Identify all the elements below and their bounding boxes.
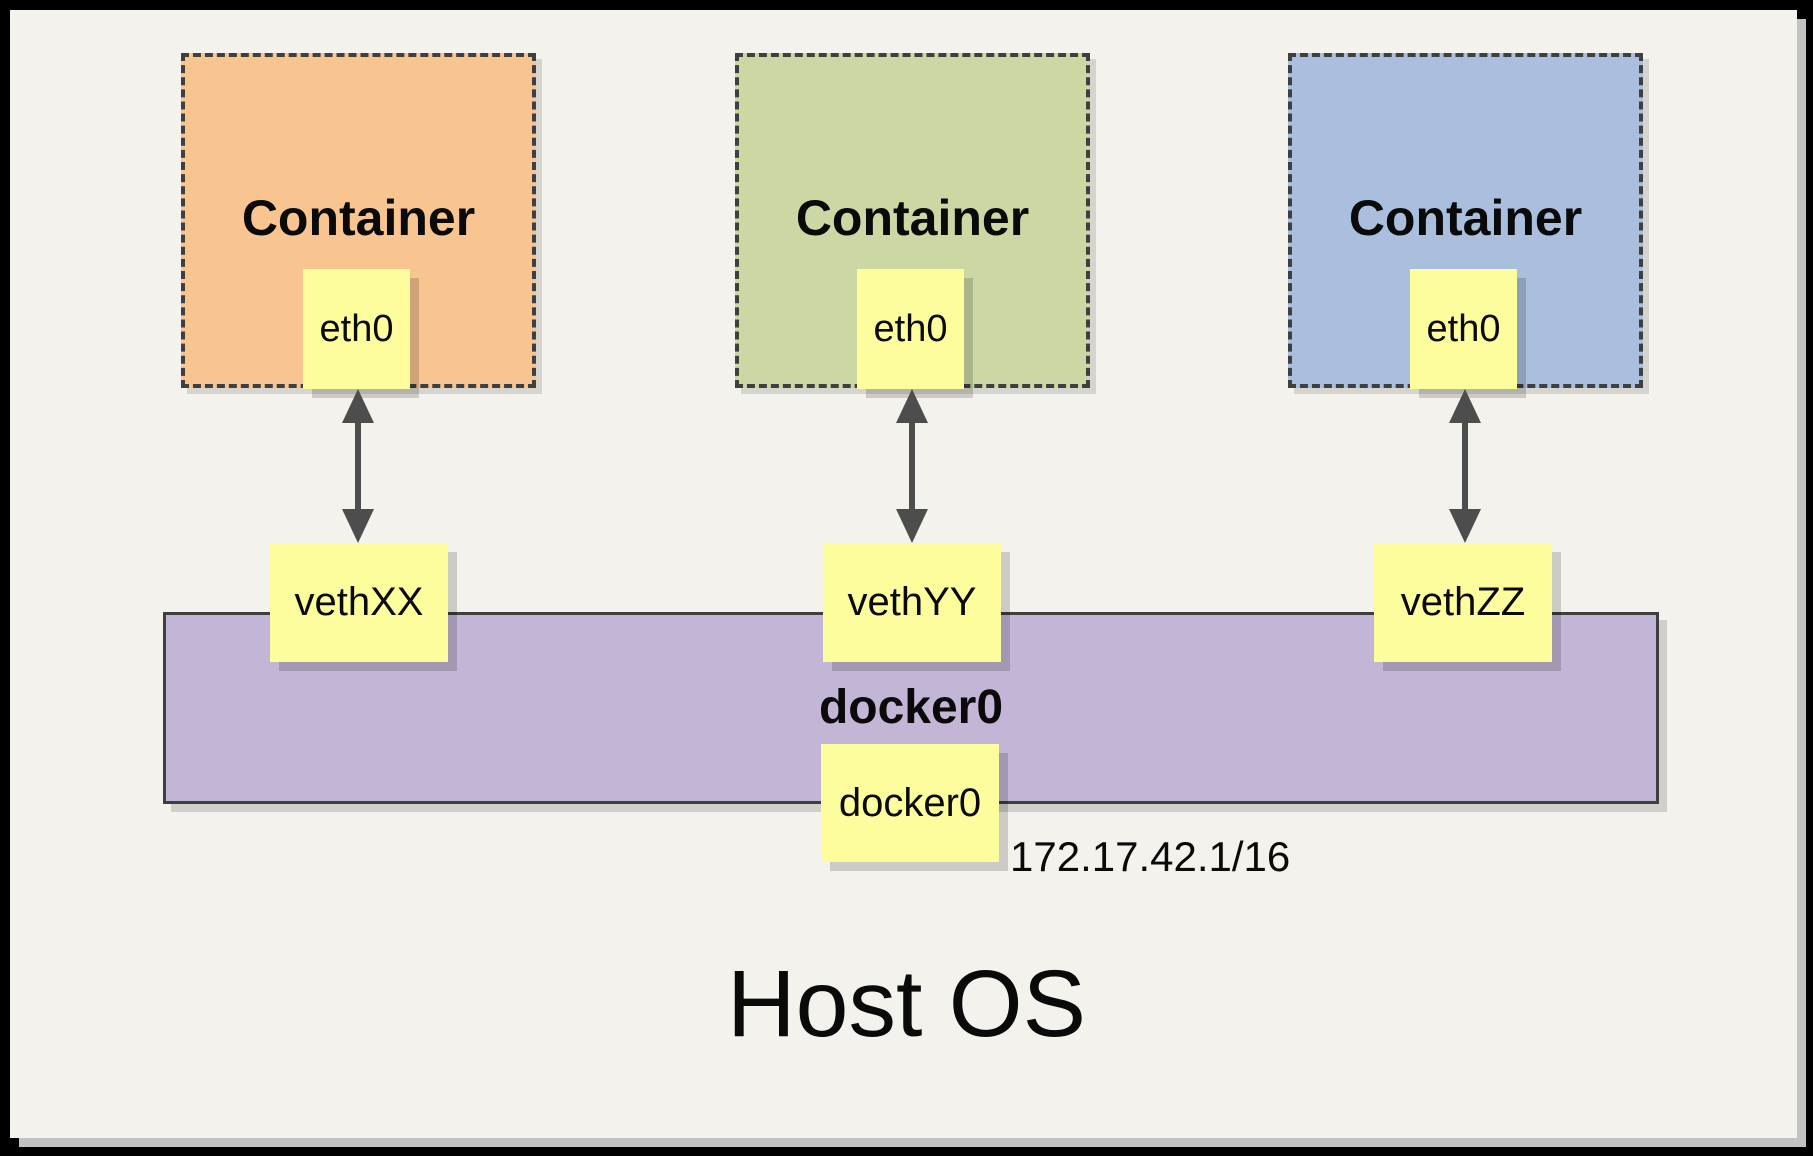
vethzz-box: vethZZ — [1374, 543, 1552, 662]
docker0-interface-label: docker0 — [838, 780, 982, 825]
container-2-label: Container — [795, 190, 1030, 246]
container-1-box: Container eth0 — [181, 53, 536, 389]
container-2-eth0-label: eth0 — [873, 307, 948, 350]
vethxx-label: vethXX — [294, 580, 424, 624]
vethxx-box: vethXX — [270, 543, 448, 662]
double-arrow-icon — [342, 389, 374, 543]
container-2-eth0-box: eth0 — [857, 269, 964, 389]
double-arrow-icon — [1449, 389, 1481, 543]
docker0-ip-address: 172.17.42.1/16 — [1010, 833, 1291, 880]
docker0-bridge-label: docker0 — [818, 681, 1004, 734]
container-3-label: Container — [1348, 190, 1583, 246]
container-1-eth0-label: eth0 — [319, 307, 394, 350]
vethyy-label: vethYY — [847, 580, 977, 624]
container-2-box: Container eth0 — [735, 53, 1090, 389]
vethyy-box: vethYY — [823, 543, 1001, 662]
host-os-title: Host OS — [727, 951, 1086, 1057]
container-3-eth0-label: eth0 — [1426, 307, 1501, 350]
container-1-label: Container — [241, 190, 476, 246]
container-1-eth0-box: eth0 — [303, 269, 410, 389]
container-3-eth0-box: eth0 — [1410, 269, 1517, 389]
docker0-interface-box: docker0 — [821, 744, 999, 862]
container-3-box: Container eth0 — [1288, 53, 1643, 389]
vethzz-label: vethZZ — [1400, 580, 1526, 624]
double-arrow-icon — [896, 389, 928, 543]
